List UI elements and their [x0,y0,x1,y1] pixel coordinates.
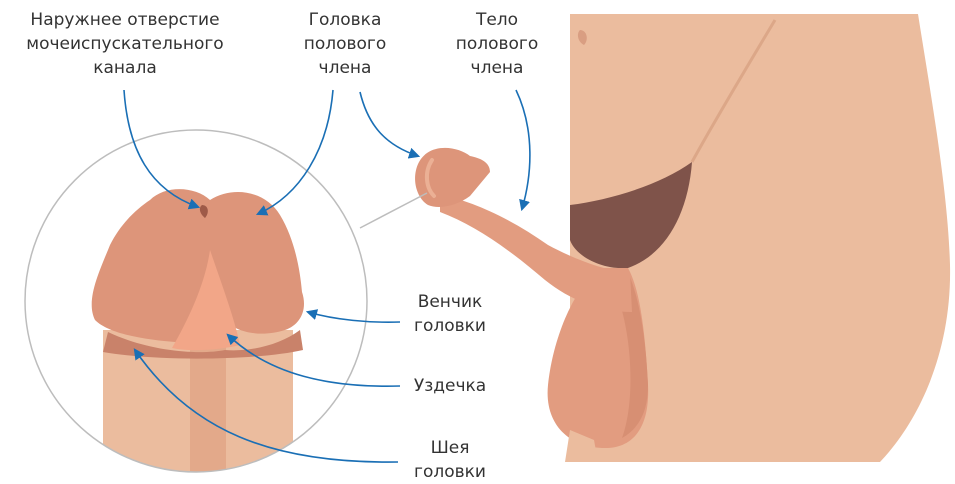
label-frenulum: Уздечка [405,374,495,398]
arrow-shaft [516,90,530,209]
arrow-urethral-opening [124,90,198,207]
arrow-glans-full [360,92,418,156]
zoom-connector [360,193,427,228]
label-corona: Венчик головки [405,290,495,338]
arrow-glans [258,90,333,214]
arrow-corona [308,312,400,322]
body-side-view [415,14,950,462]
zoomed-glans [92,189,304,484]
label-neck: Шея головки [405,436,495,484]
label-urethral-opening: Наружнее отверстие мочеиспускательного к… [10,8,240,80]
label-glans: Головка полового члена [290,8,400,80]
label-shaft: Тело полового члена [442,8,552,80]
